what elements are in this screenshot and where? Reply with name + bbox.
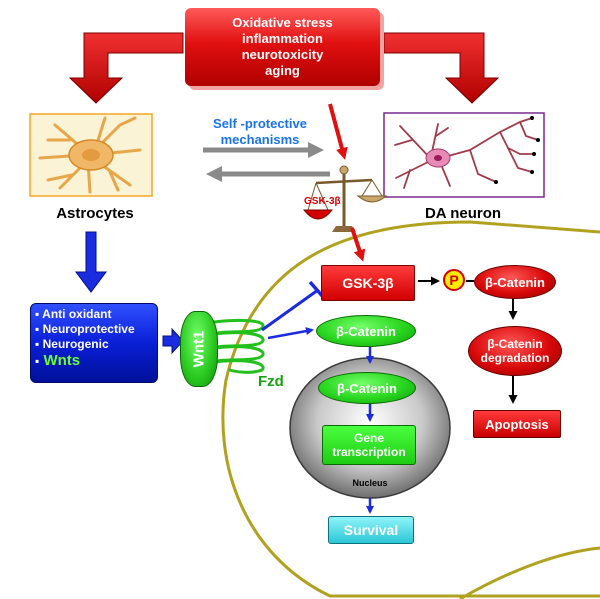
- red-arrow-left: [68, 32, 184, 104]
- astrocyte-illustration: [29, 113, 153, 197]
- blue-arrow-right: [162, 327, 184, 355]
- gene-transcription-box: Gene transcription: [322, 425, 416, 465]
- self-protective-label: Self -protective mechanisms: [213, 116, 307, 147]
- phospho-beta-catenin: β-Catenin: [474, 265, 556, 299]
- stress-line-1: Oxidative stress: [232, 15, 333, 30]
- astrocyte-factors-box: ▪ Anti oxidant ▪ Neuroprotective ▪ Neuro…: [30, 303, 158, 383]
- stress-line-4: aging: [265, 63, 300, 78]
- da-neuron-label: DA neuron: [424, 205, 502, 222]
- balance-scale: [302, 165, 388, 232]
- cell-membrane: [221, 220, 600, 598]
- stress-line-2: inflammation: [242, 31, 323, 46]
- survival-box: Survival: [328, 516, 414, 544]
- factor-neuroprotective: ▪ Neuroprotective: [35, 322, 135, 336]
- fzd-receptor: [212, 318, 265, 374]
- stress-line-3: neurotoxicity: [241, 47, 324, 62]
- fzd-label: Fzd: [258, 373, 284, 390]
- factor-antioxidant: ▪ Anti oxidant: [35, 307, 112, 321]
- phosphate-badge: P: [443, 269, 465, 291]
- nuclear-beta-catenin: β-Catenin: [318, 372, 416, 404]
- scale-gsk-label: GSK-3β: [304, 196, 341, 207]
- beta-catenin-degradation: β-Catenin degradation: [468, 326, 562, 376]
- blue-arrow-down: [75, 231, 107, 293]
- wnt1-ligand: Wnt1: [180, 311, 218, 387]
- factor-wnts: ▪ Wnts: [35, 352, 81, 369]
- wnt1-label: Wnt1: [190, 330, 208, 368]
- factor-neurogenic: ▪ Neurogenic: [35, 337, 109, 351]
- cytoplasmic-beta-catenin: β-Catenin: [316, 315, 416, 347]
- stress-factors-box: Oxidative stress inflammation neurotoxic…: [185, 8, 380, 86]
- da-neuron-illustration: [383, 112, 545, 198]
- nucleus-label: Nucleus: [352, 478, 388, 488]
- astrocytes-label: Astrocytes: [56, 205, 134, 222]
- red-arrow-right: [383, 32, 500, 104]
- apoptosis-box: Apoptosis: [473, 410, 561, 438]
- cell-membrane-lower: [459, 546, 600, 599]
- gsk3b-box: GSK-3β: [321, 265, 415, 301]
